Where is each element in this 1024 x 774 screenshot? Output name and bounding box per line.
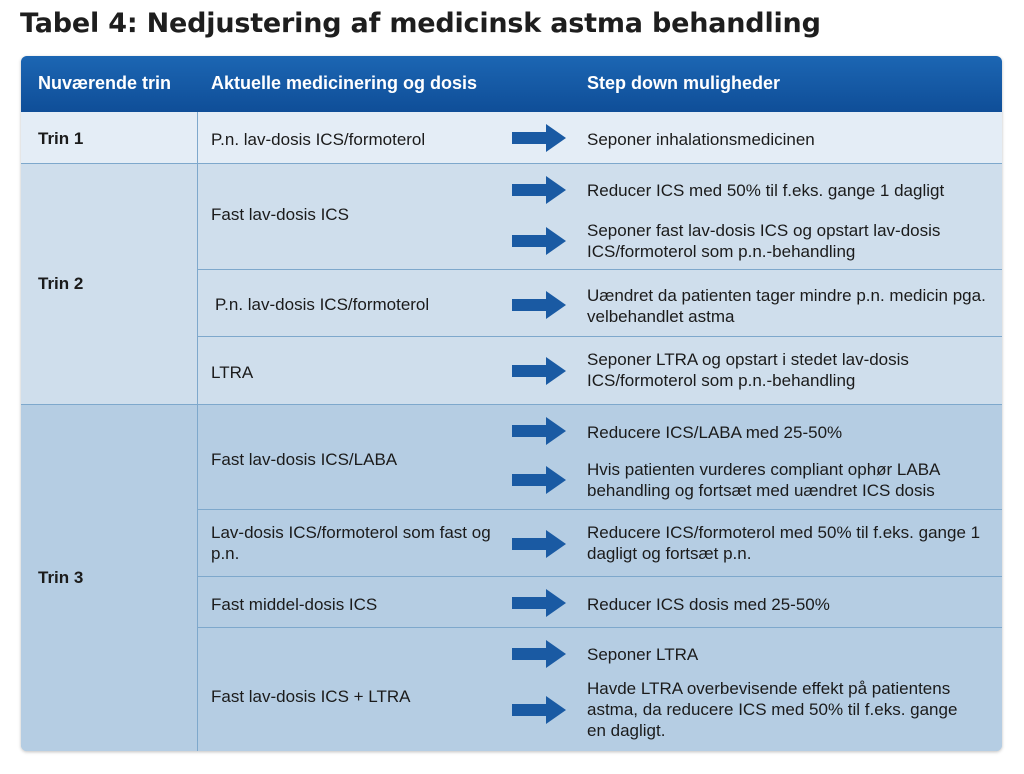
right-arrow-icon — [512, 357, 566, 385]
trin1-band — [21, 112, 1002, 163]
trin3-option-4a: Seponer LTRA — [587, 645, 699, 664]
right-arrow-icon — [512, 696, 566, 724]
right-arrow-icon — [512, 589, 566, 617]
row-divider — [197, 627, 1002, 628]
trin2-option-1a: Reducer ICS med 50% til f.eks. gange 1 d… — [587, 181, 945, 200]
header-current-medication: Aktuelle medicinering og dosis — [211, 73, 478, 93]
trin1-medication-1: P.n. lav-dosis ICS/formoterol — [211, 130, 426, 149]
row-divider — [197, 509, 1002, 510]
table-header: Nuværende trin Aktuelle medicinering og … — [21, 56, 1002, 112]
page-title: Tabel 4: Nedjustering af medicinsk astma… — [20, 8, 821, 39]
row-divider — [21, 404, 1002, 405]
right-arrow-icon — [512, 176, 566, 204]
trin2-option-1b: Seponer fast lav-dosis ICS og opstart la… — [587, 221, 941, 261]
right-arrow-icon — [512, 291, 566, 319]
column-divider — [197, 112, 198, 751]
trin2-band — [21, 163, 1002, 404]
right-arrow-icon — [512, 640, 566, 668]
right-arrow-icon — [512, 530, 566, 558]
trin3-option-1b: Hvis patienten vurderes compliant ophør … — [587, 460, 940, 500]
trin1-label: Trin 1 — [38, 129, 84, 148]
trin3-option-4b: Havde LTRA overbevisende effekt på patie… — [587, 679, 958, 740]
trin2-medication-1: Fast lav-dosis ICS — [211, 205, 349, 224]
trin3-medication-2: Lav-dosis ICS/formoterol som fast og p.n… — [211, 523, 491, 563]
row-divider — [197, 336, 1002, 337]
header-current-step: Nuværende trin — [38, 73, 172, 93]
right-arrow-icon — [512, 124, 566, 152]
trin2-label: Trin 2 — [38, 274, 84, 293]
trin3-medication-3: Fast middel-dosis ICS — [211, 595, 378, 614]
trin2-option-3: Seponer LTRA og opstart i stedet lav-dos… — [587, 350, 909, 390]
row-divider — [21, 163, 1002, 164]
trin2-medication-3: LTRA — [211, 363, 254, 382]
trin3-label: Trin 3 — [38, 568, 84, 587]
trin2-option-2: Uændret da patienten tager mindre p.n. m… — [587, 286, 986, 326]
trin2-medication-2: P.n. lav-dosis ICS/formoterol — [215, 295, 430, 314]
trin3-option-1a: Reducere ICS/LABA med 25-50% — [587, 423, 843, 442]
trin3-band — [21, 404, 1002, 751]
right-arrow-icon — [512, 227, 566, 255]
trin3-medication-1: Fast lav-dosis ICS/LABA — [211, 450, 398, 469]
step-down-table: Nuværende trin Aktuelle medicinering og … — [21, 56, 1002, 751]
row-divider — [197, 269, 1002, 270]
right-arrow-icon — [512, 417, 566, 445]
trin3-medication-4: Fast lav-dosis ICS + LTRA — [211, 687, 411, 706]
trin3-option-3: Reducer ICS dosis med 25-50% — [587, 595, 830, 614]
trin1-option-1: Seponer inhalationsmedicinen — [587, 130, 815, 149]
trin3-option-2: Reducere ICS/formoterol med 50% til f.ek… — [587, 523, 981, 563]
right-arrow-icon — [512, 466, 566, 494]
row-divider — [197, 576, 1002, 577]
header-step-down-options: Step down muligheder — [587, 73, 781, 93]
